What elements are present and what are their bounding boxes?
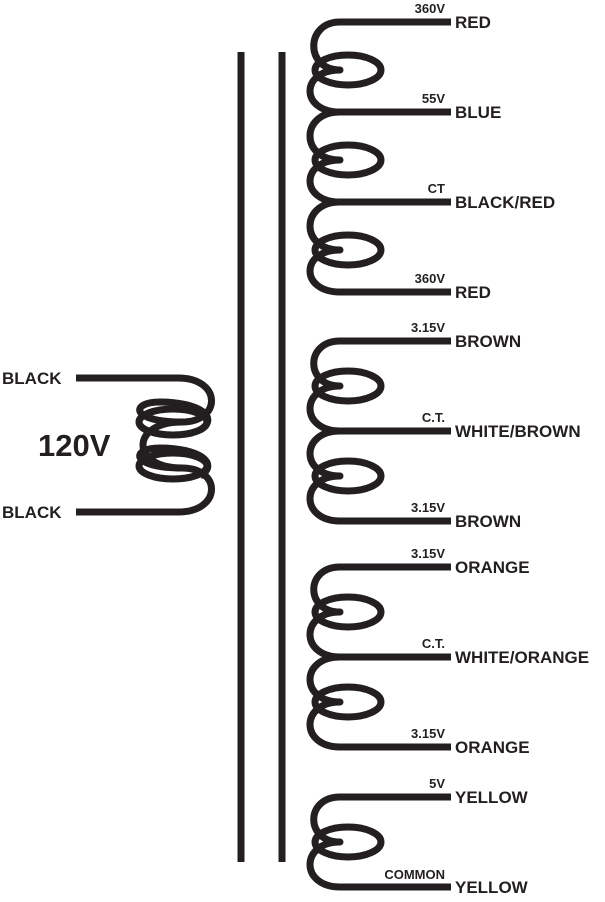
secondary-1-tap-3-color: BLACK/RED xyxy=(455,193,555,212)
secondary-2-loop-2 xyxy=(311,457,385,495)
secondary-1-tap-4-voltage: 360V xyxy=(415,271,446,286)
primary-loop-top xyxy=(135,405,211,439)
secondary-3-tap-1-voltage: 3.15V xyxy=(411,546,445,561)
secondary-3-loop-1 xyxy=(311,593,385,631)
primary-lead-top-label: BLACK xyxy=(2,369,62,388)
secondary-3-tap-2-color: WHITE/ORANGE xyxy=(455,648,589,667)
secondary-4-loop-1 xyxy=(311,823,385,861)
secondary-1-tap-1-color: RED xyxy=(455,13,491,32)
secondary-3-tap-2-voltage: C.T. xyxy=(422,636,445,651)
primary-winding: BLACK BLACK 120V xyxy=(2,369,215,522)
secondary-3-tap-3-voltage: 3.15V xyxy=(411,726,445,741)
secondary-4-tap-1-voltage: 5V xyxy=(429,776,445,791)
secondary-winding-rectifier: 5V YELLOW COMMON YELLOW xyxy=(306,776,529,897)
secondary-winding-high-voltage: 360V RED 55V BLUE CT BLACK/RED 360V RED xyxy=(306,1,555,302)
secondary-3-loop-2 xyxy=(311,683,385,721)
secondary-1-tap-2-color: BLUE xyxy=(455,103,501,122)
secondary-2-loop-1 xyxy=(311,367,385,405)
secondary-4-tap-2-voltage: COMMON xyxy=(384,867,445,882)
secondary-2-tap-3-color: BROWN xyxy=(455,512,521,531)
secondary-2-tap-3-voltage: 3.15V xyxy=(411,500,445,515)
secondary-1-loop-3 xyxy=(311,231,385,269)
secondary-1-tap-4-color: RED xyxy=(455,283,491,302)
secondary-winding-filament-1: 3.15V BROWN C.T. WHITE/BROWN 3.15V BROWN xyxy=(306,320,581,531)
secondary-1-coil xyxy=(306,18,451,296)
secondary-1-tap-2-voltage: 55V xyxy=(422,91,445,106)
secondary-4-coil xyxy=(306,793,451,891)
secondary-2-coil xyxy=(306,337,451,525)
transformer-core xyxy=(237,52,286,862)
secondary-4-tap-2-color: YELLOW xyxy=(455,878,529,897)
primary-loop-bottom xyxy=(135,449,211,483)
secondary-4-tap-1-color: YELLOW xyxy=(455,788,529,807)
secondary-1-tap-1-voltage: 360V xyxy=(415,1,446,16)
secondary-2-tap-1-voltage: 3.15V xyxy=(411,320,445,335)
secondary-1-loop-1 xyxy=(311,51,385,89)
secondary-3-coil xyxy=(306,563,451,751)
secondary-2-tap-1-color: BROWN xyxy=(455,332,521,351)
secondary-3-tap-1-color: ORANGE xyxy=(455,558,530,577)
secondary-winding-filament-2: 3.15V ORANGE C.T. WHITE/ORANGE 3.15V ORA… xyxy=(306,546,589,757)
secondary-2-tap-2-voltage: C.T. xyxy=(422,410,445,425)
primary-lead-bottom-label: BLACK xyxy=(2,503,62,522)
primary-voltage-label: 120V xyxy=(38,428,111,463)
secondary-1-tap-3-voltage: CT xyxy=(428,181,445,196)
secondary-1-loop-2 xyxy=(311,141,385,179)
secondary-3-tap-3-color: ORANGE xyxy=(455,738,530,757)
secondary-2-tap-2-color: WHITE/BROWN xyxy=(455,422,581,441)
